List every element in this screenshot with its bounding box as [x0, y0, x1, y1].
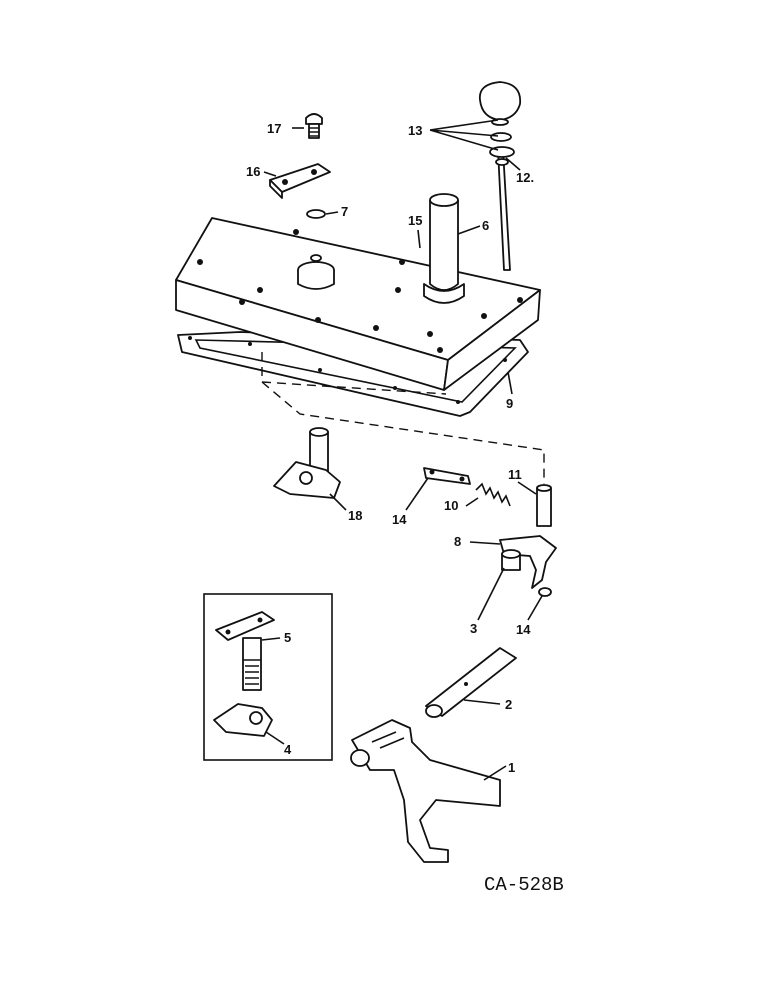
shaft: [425, 647, 517, 718]
callout-19: 17: [267, 121, 281, 136]
callout-14: 14: [516, 622, 531, 637]
callout-12: 12.: [516, 170, 534, 185]
callout-1: 1: [508, 760, 515, 775]
spring: [475, 482, 511, 507]
callout-10: 10: [444, 498, 458, 513]
washer: [306, 209, 326, 219]
callout-9: 9: [506, 396, 513, 411]
callout-6: 6: [482, 218, 489, 233]
callout-4: 4: [284, 742, 292, 757]
assembly-guide-dashed: [261, 381, 545, 484]
tube-post: [423, 193, 465, 304]
callout-8: 8: [454, 534, 461, 549]
callout-labels: 17 16 7 15 6 13 12. 9 18 14 10 11 8 3 14…: [246, 121, 534, 775]
ring: [538, 587, 552, 597]
link: [423, 467, 471, 485]
callout-11: 11: [508, 467, 522, 482]
shift-lever: [478, 81, 522, 271]
bushing: [501, 549, 521, 571]
leader-lines: [261, 119, 543, 781]
drawing-code: CA-528B: [484, 874, 564, 896]
strap-plate: [269, 163, 331, 199]
cover-plate: [175, 217, 541, 391]
callout-15: 15: [408, 213, 422, 228]
callout-2: 2: [505, 697, 512, 712]
callout-17: 18: [348, 508, 362, 523]
inset-box: [203, 593, 333, 761]
shaft-arm: [273, 427, 341, 499]
shift-fork: [350, 719, 501, 863]
bolt: [305, 113, 323, 139]
callout-5: 5: [284, 630, 291, 645]
pin: [536, 484, 552, 527]
callout-13: 13: [408, 123, 422, 138]
callout-16: 14: [392, 512, 407, 527]
callout-7: 7: [341, 204, 348, 219]
callout-18: 16: [246, 164, 260, 179]
callout-3: 3: [470, 621, 477, 636]
